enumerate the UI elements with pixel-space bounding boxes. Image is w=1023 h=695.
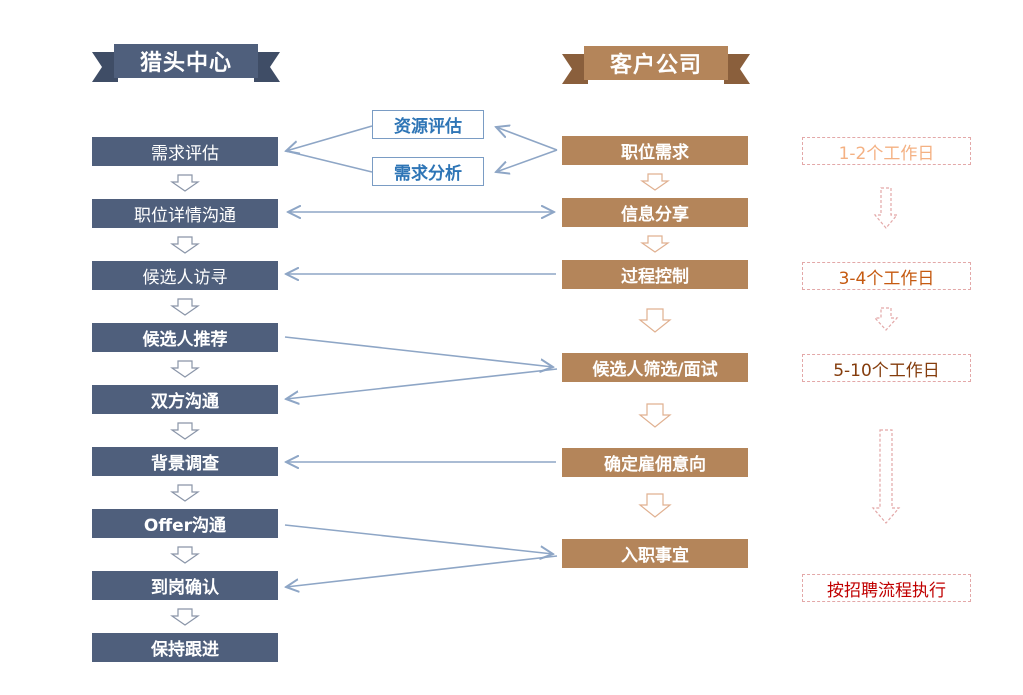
ribbon-shape xyxy=(562,46,750,84)
left-step-background-check: 背景调查 xyxy=(92,447,278,476)
left-step-follow-up: 保持跟进 xyxy=(92,633,278,662)
timeline-5-10-days: 5-10个工作日 xyxy=(802,354,971,382)
left-step-position-detail: 职位详情沟通 xyxy=(92,199,278,228)
left-step-offer-communication: Offer沟通 xyxy=(92,509,278,538)
right-step-screening-interview: 候选人筛选/面试 xyxy=(562,353,748,382)
left-flow-arrows xyxy=(170,174,200,626)
down-arrow-icon xyxy=(638,493,672,518)
down-arrow-icon xyxy=(170,546,200,564)
right-step-info-share: 信息分享 xyxy=(562,198,748,227)
right-step-position-demand: 职位需求 xyxy=(562,136,748,165)
down-arrow-icon xyxy=(638,308,672,333)
down-arrow-icon xyxy=(640,173,670,191)
down-arrow-icon xyxy=(170,360,200,378)
down-arrow-icon xyxy=(871,429,901,524)
down-arrow-icon xyxy=(170,484,200,502)
down-arrow-icon xyxy=(170,608,200,626)
middle-label-resource-assessment: 资源评估 xyxy=(372,110,484,139)
down-arrow-icon xyxy=(170,174,200,192)
down-arrow-icon xyxy=(170,298,200,316)
right-flow-arrows xyxy=(638,173,672,518)
left-step-needs-assessment: 需求评估 xyxy=(92,137,278,166)
left-step-onboard-confirm: 到岗确认 xyxy=(92,571,278,600)
timeline-arrows xyxy=(871,187,901,524)
left-step-mutual-communication: 双方沟通 xyxy=(92,385,278,414)
down-arrow-icon xyxy=(638,403,672,428)
connector-lines xyxy=(285,126,558,587)
left-step-candidate-search: 候选人访寻 xyxy=(92,261,278,290)
right-header-title: 客户公司 xyxy=(609,53,702,78)
timeline-per-process: 按招聘流程执行 xyxy=(802,574,971,602)
left-header-title: 猎头中心 xyxy=(139,51,232,76)
ribbon-shape xyxy=(92,44,280,82)
right-step-hiring-intent: 确定雇佣意向 xyxy=(562,448,748,477)
right-step-process-control: 过程控制 xyxy=(562,260,748,289)
down-arrow-icon xyxy=(873,307,899,331)
middle-label-needs-analysis: 需求分析 xyxy=(372,157,484,186)
timeline-3-4-days: 3-4个工作日 xyxy=(802,262,971,290)
left-step-candidate-recommend: 候选人推荐 xyxy=(92,323,278,352)
down-arrow-icon xyxy=(170,236,200,254)
right-step-onboarding: 入职事宜 xyxy=(562,539,748,568)
down-arrow-icon xyxy=(873,187,899,229)
timeline-1-2-days: 1-2个工作日 xyxy=(802,137,971,165)
down-arrow-icon xyxy=(640,235,670,253)
down-arrow-icon xyxy=(170,422,200,440)
